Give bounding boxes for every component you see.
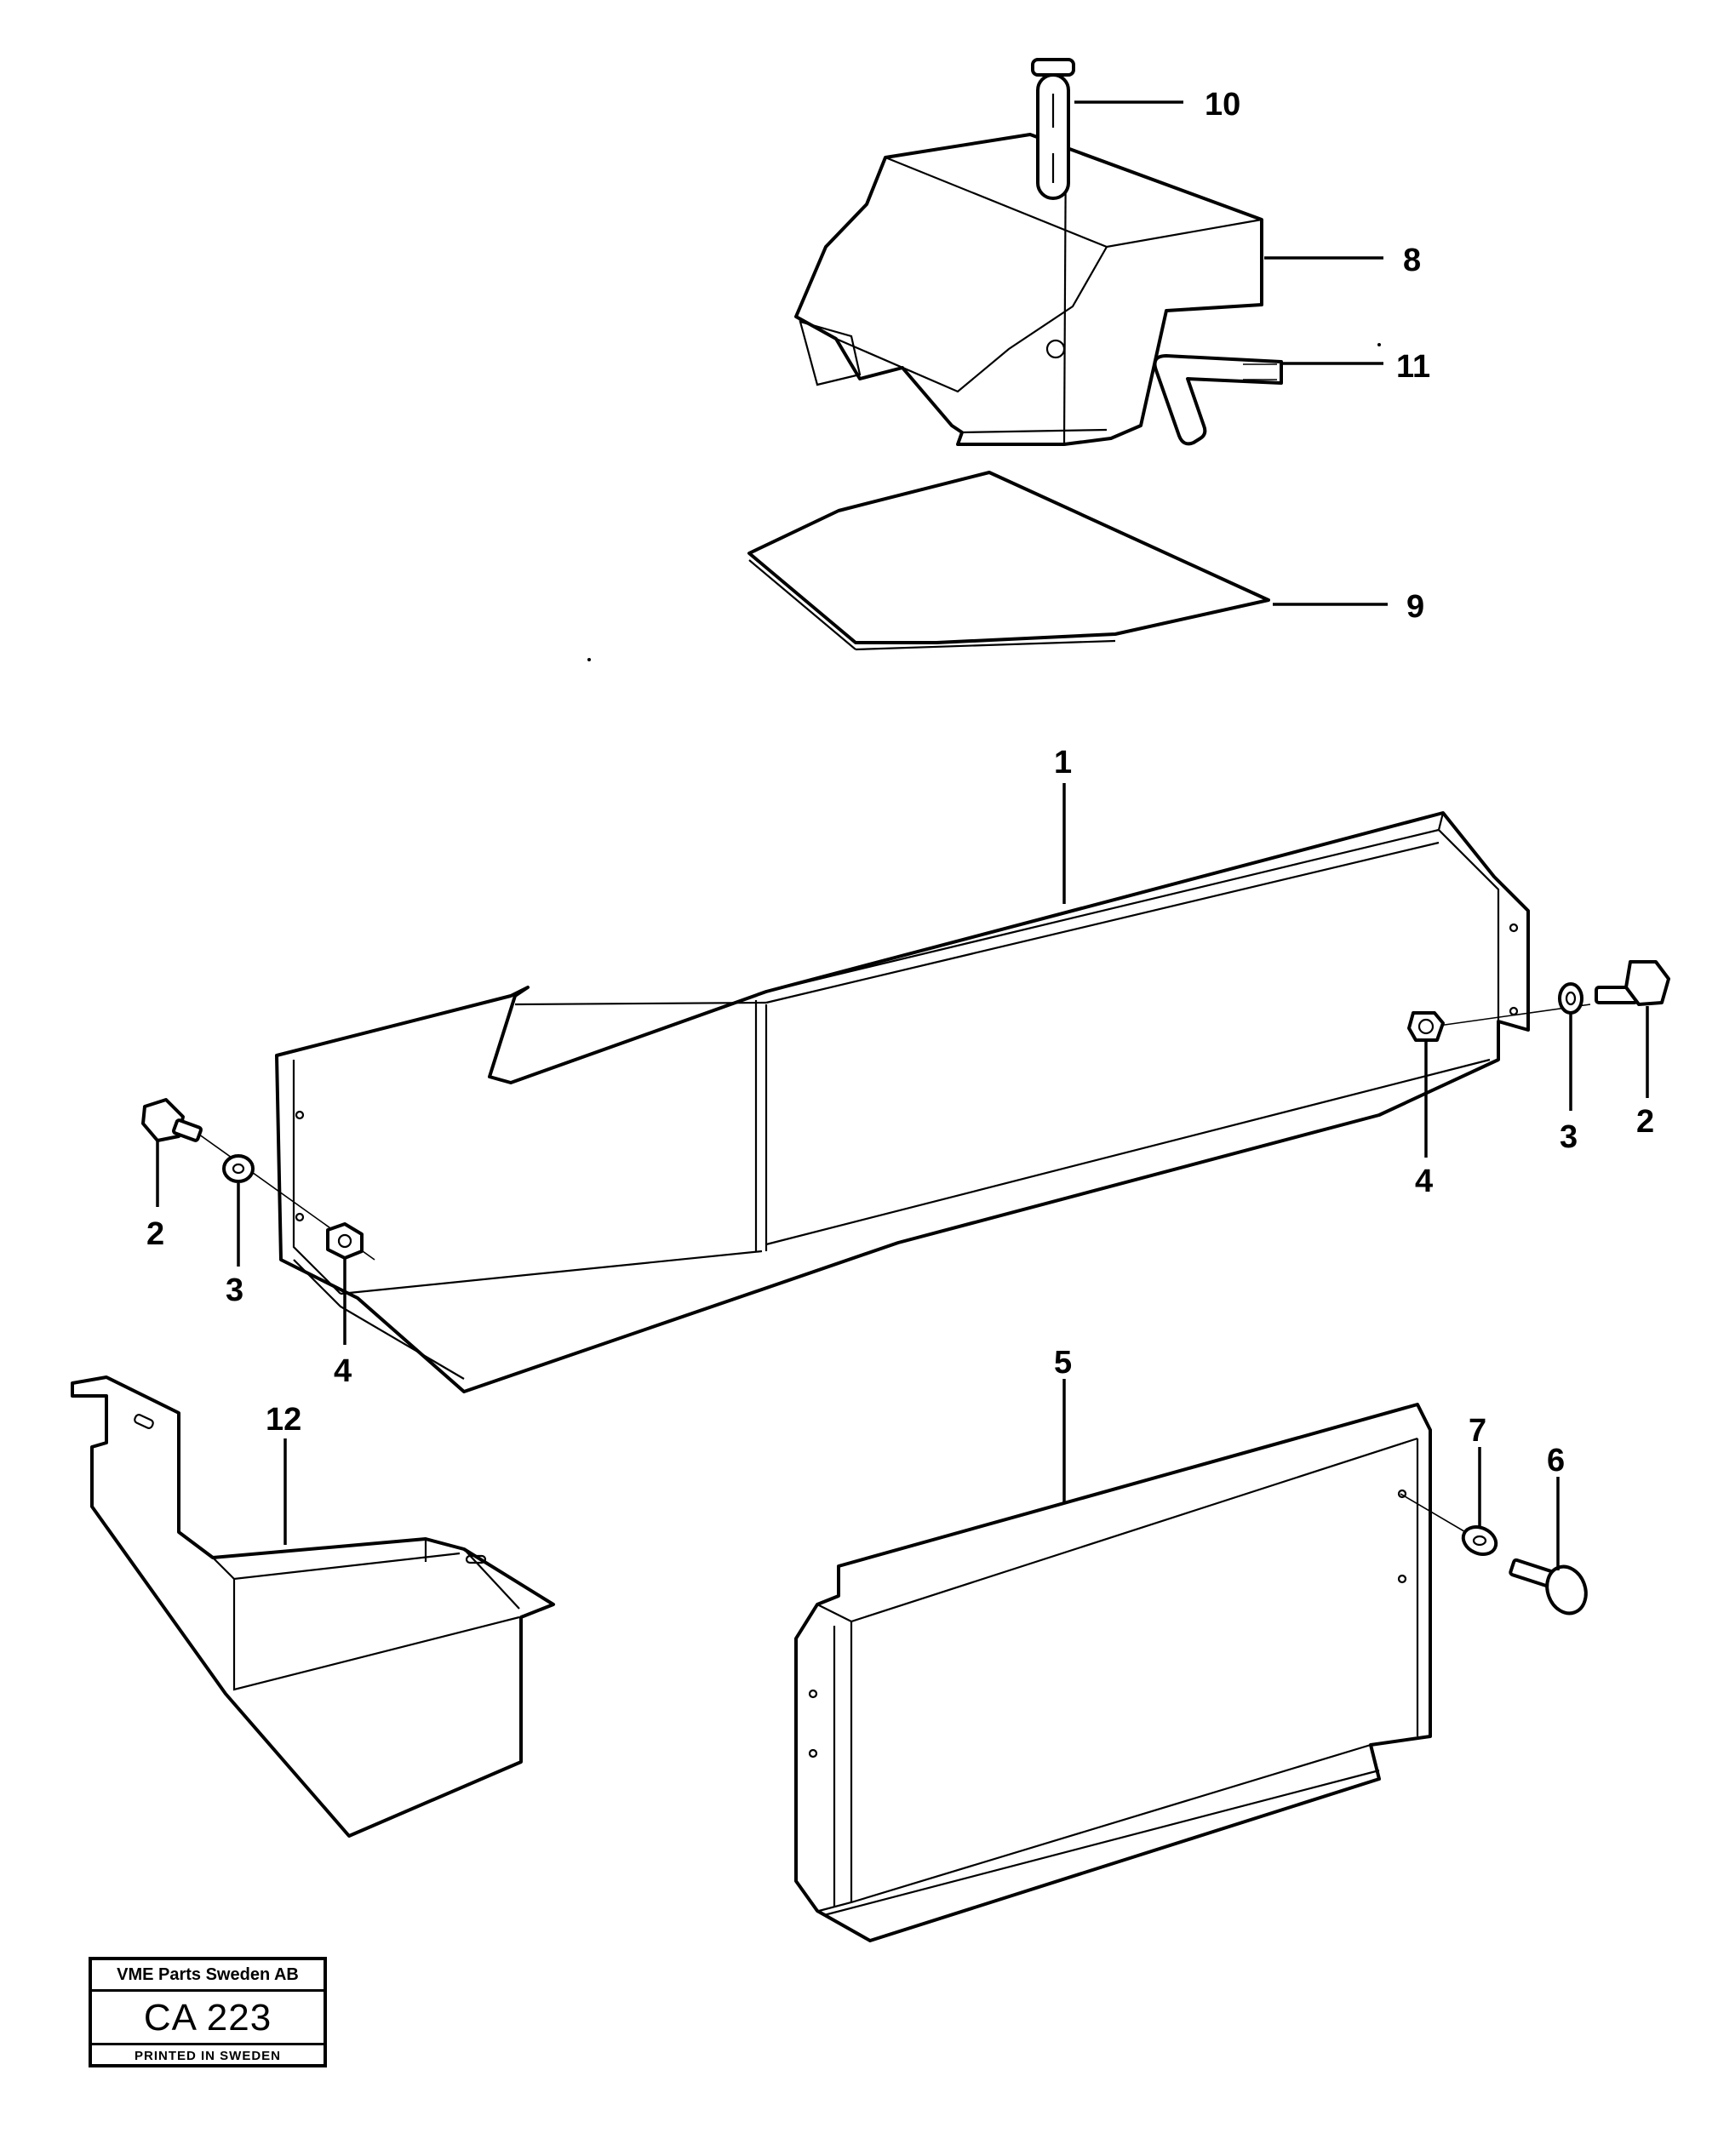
callout-5: 5 [1054, 1345, 1072, 1381]
fasteners-left [141, 1098, 375, 1261]
part-11-hex-key [1153, 354, 1283, 446]
callout-4-left: 4 [334, 1353, 352, 1389]
part-12-bracket [71, 1375, 555, 1838]
part-8-hood [794, 131, 1263, 446]
leader-lines [156, 100, 1649, 1570]
printed-in-label: PRINTED IN SWEDEN [92, 2043, 324, 2069]
part-10-pin [1031, 58, 1075, 200]
callout-3-right: 3 [1560, 1119, 1578, 1155]
callout-7: 7 [1469, 1413, 1486, 1449]
callout-3-left: 3 [226, 1272, 243, 1308]
part-9-plate [747, 471, 1270, 651]
part-1-side-cover [275, 811, 1530, 1393]
callout-4-right: 4 [1415, 1164, 1433, 1199]
callout-8: 8 [1403, 243, 1421, 278]
company-name: VME Parts Sweden AB [92, 1960, 324, 1992]
title-block: VME Parts Sweden AB CA 223 PRINTED IN SW… [89, 1957, 327, 2067]
stray-mark [1377, 343, 1381, 346]
drawing-code: CA 223 [143, 1997, 272, 2039]
callout-6: 6 [1547, 1443, 1565, 1478]
part-5-lower-panel [794, 1403, 1432, 1942]
callout-numbers: 1 2 2 3 3 4 4 5 6 7 8 9 10 11 12 [146, 87, 1654, 1478]
callout-11: 11 [1396, 349, 1430, 385]
callout-10: 10 [1205, 87, 1240, 123]
callout-1: 1 [1054, 745, 1072, 781]
fasteners-6-7 [1400, 1493, 1588, 1616]
callout-2-right: 2 [1636, 1104, 1654, 1140]
callout-12: 12 [266, 1402, 301, 1438]
callout-2-left: 2 [146, 1216, 164, 1252]
fasteners-right [1407, 960, 1670, 1042]
stray-mark [587, 658, 591, 661]
callout-9: 9 [1406, 589, 1424, 625]
